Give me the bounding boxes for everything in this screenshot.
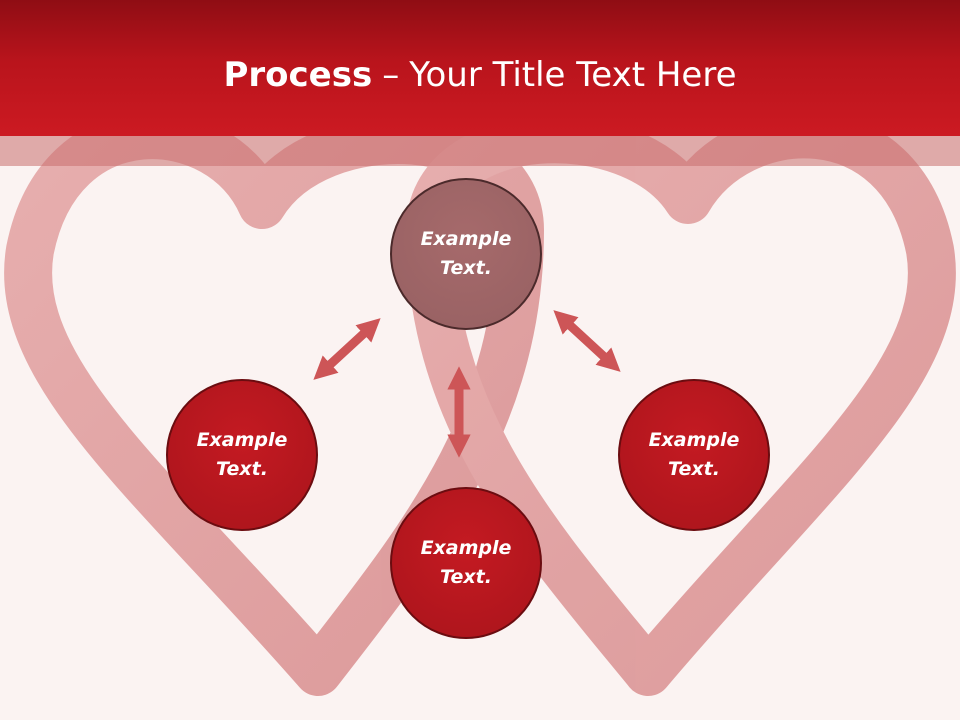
arrow-top-left	[313, 318, 381, 380]
node-label: Text.	[216, 458, 268, 480]
node-label: Example	[420, 537, 512, 559]
node-label: Text.	[440, 257, 492, 279]
node-label: Example	[196, 429, 288, 451]
node-label: Text.	[440, 566, 492, 588]
node-label: Text.	[668, 458, 720, 480]
title-bar	[0, 0, 960, 136]
title-band	[0, 136, 960, 166]
arrow-top-right	[553, 310, 621, 372]
node-label: Example	[648, 429, 740, 451]
node-label: Example	[420, 228, 512, 250]
page-title: Process–Your Title Text Here	[0, 50, 960, 100]
title-bold: Process	[223, 55, 373, 95]
title-dash: –	[382, 55, 400, 95]
title-rest: Your Title Text Here	[409, 55, 737, 95]
